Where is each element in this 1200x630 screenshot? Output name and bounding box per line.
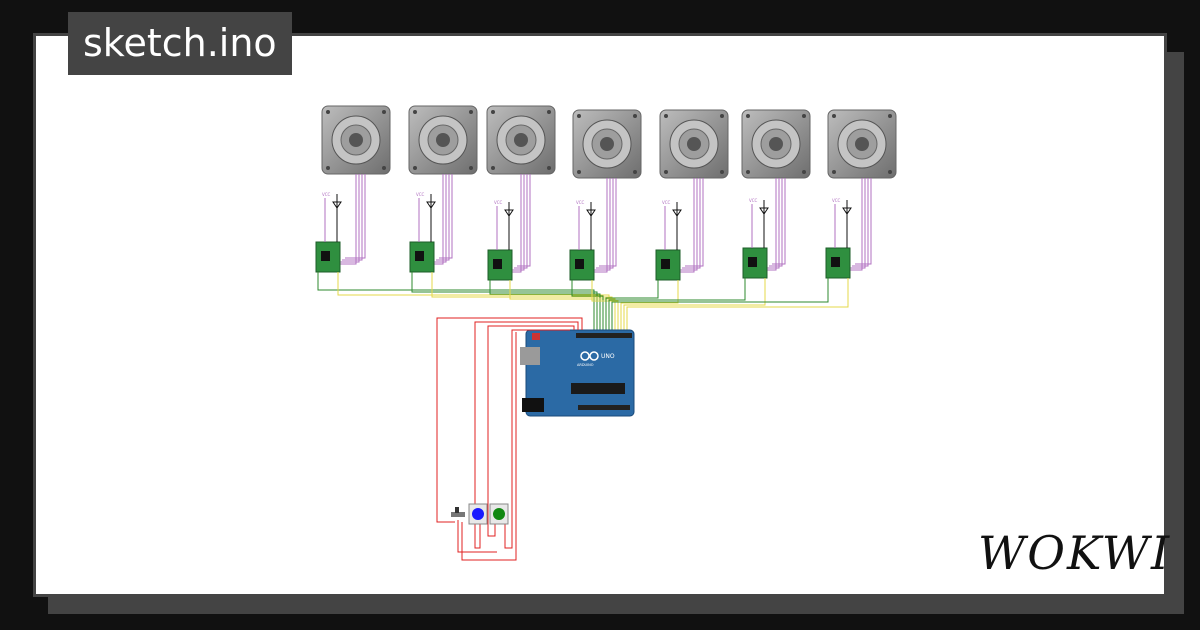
power-wires (436, 317, 583, 561)
stepper-motor[interactable] (486, 105, 556, 175)
analog-header (578, 405, 630, 410)
atmega-chip (571, 383, 625, 394)
stepper-motor[interactable] (572, 109, 642, 179)
power-jack (522, 398, 544, 412)
stepper-driver[interactable]: VCC (409, 192, 436, 273)
stepper-driver[interactable]: VCC (569, 200, 596, 281)
vcc-label: VCC (749, 198, 758, 203)
ground-icon (842, 207, 852, 215)
vcc-label: VCC (832, 198, 841, 203)
arduino-logo-icon (580, 351, 590, 361)
stepper-motor[interactable] (408, 105, 478, 175)
digital-header (576, 333, 632, 338)
ground-icon (426, 201, 436, 209)
board-vendor-label: ARDUINO (577, 363, 594, 367)
ground-icon (504, 209, 514, 217)
stepper-driver[interactable]: VCC (315, 192, 342, 273)
usb-port (520, 347, 540, 365)
wokwi-logo: WOKWI (978, 526, 1172, 580)
stepper-motor[interactable] (659, 109, 729, 179)
ground-icon (586, 209, 596, 217)
stepper-driver[interactable]: VCC (825, 198, 852, 279)
green-push-button[interactable] (489, 503, 509, 525)
board-model-label: UNO (601, 353, 615, 360)
vcc-label: VCC (576, 200, 585, 205)
blue-push-button[interactable] (468, 503, 488, 525)
stepper-motor[interactable] (827, 109, 897, 179)
vcc-label: VCC (494, 200, 503, 205)
ground-icon (332, 201, 342, 209)
stepper-driver[interactable]: VCC (487, 200, 514, 281)
stepper-driver[interactable]: VCC (742, 198, 769, 279)
slide-switch[interactable] (451, 507, 465, 517)
ground-icon (759, 207, 769, 215)
reset-button[interactable] (532, 333, 540, 340)
vcc-label: VCC (416, 192, 425, 197)
stepper-motor[interactable] (741, 109, 811, 179)
arduino-uno-board[interactable]: UNO ARDUINO (520, 329, 635, 417)
vcc-label: VCC (322, 192, 331, 197)
vcc-label: VCC (662, 200, 671, 205)
project-file-name[interactable]: sketch.ino (68, 12, 292, 75)
stepper-driver[interactable]: VCC (655, 200, 682, 281)
ground-icon (672, 209, 682, 217)
stepper-motor[interactable] (321, 105, 391, 175)
